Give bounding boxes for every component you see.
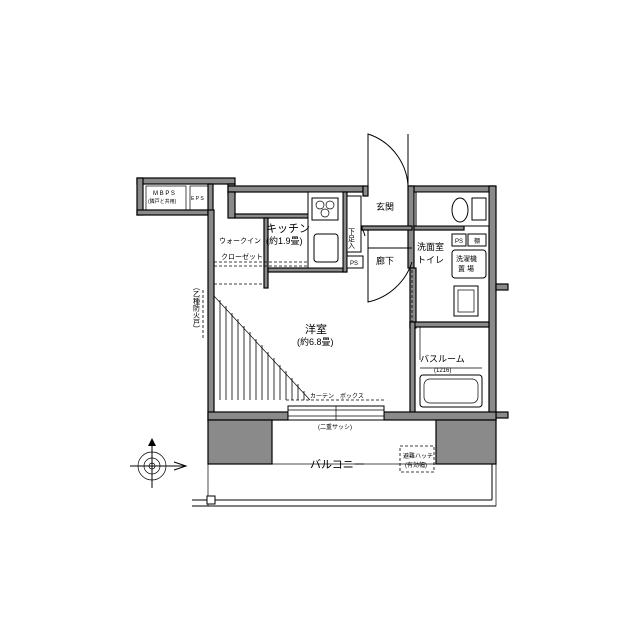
evac-hatch-line1: 避難ハッチ <box>403 452 433 460</box>
western-room-name: 洋室 <box>305 322 327 336</box>
western-room-hatch <box>213 295 311 401</box>
balcony-name: バルコニー <box>310 458 365 471</box>
kitchen-fixtures <box>307 191 364 269</box>
fixture-labels: M B P S (隣戸と共用) E P S 下足入 PS PS 棚 洗濯機 置 … <box>148 191 480 469</box>
entrance-name: 玄関 <box>376 201 394 212</box>
double-sash-label: (二重サッシ) <box>318 423 352 431</box>
walkin-closet-line1: ウォークイン <box>219 237 261 245</box>
washer-line2: 置 場 <box>458 264 474 273</box>
ps-wash-small-label: 棚 <box>474 237 480 245</box>
room-labels: キッチン (約1.9畳) ウォークイン クローゼット 洋室 (約6.8畳) 玄関… <box>219 201 465 471</box>
washroom-line2: トイレ <box>417 255 444 265</box>
shoe-rack-label: 下足入 <box>348 228 356 249</box>
fire-door-label: (乙種防火戸) <box>193 288 201 328</box>
eps-label: E P S <box>191 196 204 202</box>
pipe-spaces <box>145 185 209 211</box>
kitchen-size: (約1.9畳) <box>266 235 303 246</box>
evac-hatch <box>399 445 435 473</box>
bathroom-size: (1216) <box>434 368 451 374</box>
walls <box>136 177 509 507</box>
western-room-size: (約6.8畳) <box>297 336 334 347</box>
ps-wash-label: PS <box>455 239 463 245</box>
curtain-box-label: カーテン ボックス <box>310 392 364 400</box>
washroom-line1: 洗面室 <box>417 241 444 252</box>
north-compass-icon <box>130 438 188 488</box>
walk-in-closet <box>214 261 308 285</box>
washer-line1: 洗濯機 <box>456 254 477 263</box>
evac-hatch-line2: (有効幅) <box>405 461 427 469</box>
doors <box>346 133 421 360</box>
walkin-closet-line2: クローゼット <box>221 252 263 261</box>
window-sash <box>286 399 386 421</box>
hallway-name: 廊下 <box>376 255 394 266</box>
bathroom-name: バスルーム <box>420 354 465 364</box>
ps-kitchen-label: PS <box>350 261 358 267</box>
washroom-fixtures <box>415 191 490 317</box>
kitchen-name: キッチン <box>266 222 310 235</box>
bathroom-fixtures <box>419 367 483 408</box>
mb-ps-label: M B P S <box>153 191 175 197</box>
mb-ps-sub-label: (隣戸と共用) <box>148 198 177 205</box>
